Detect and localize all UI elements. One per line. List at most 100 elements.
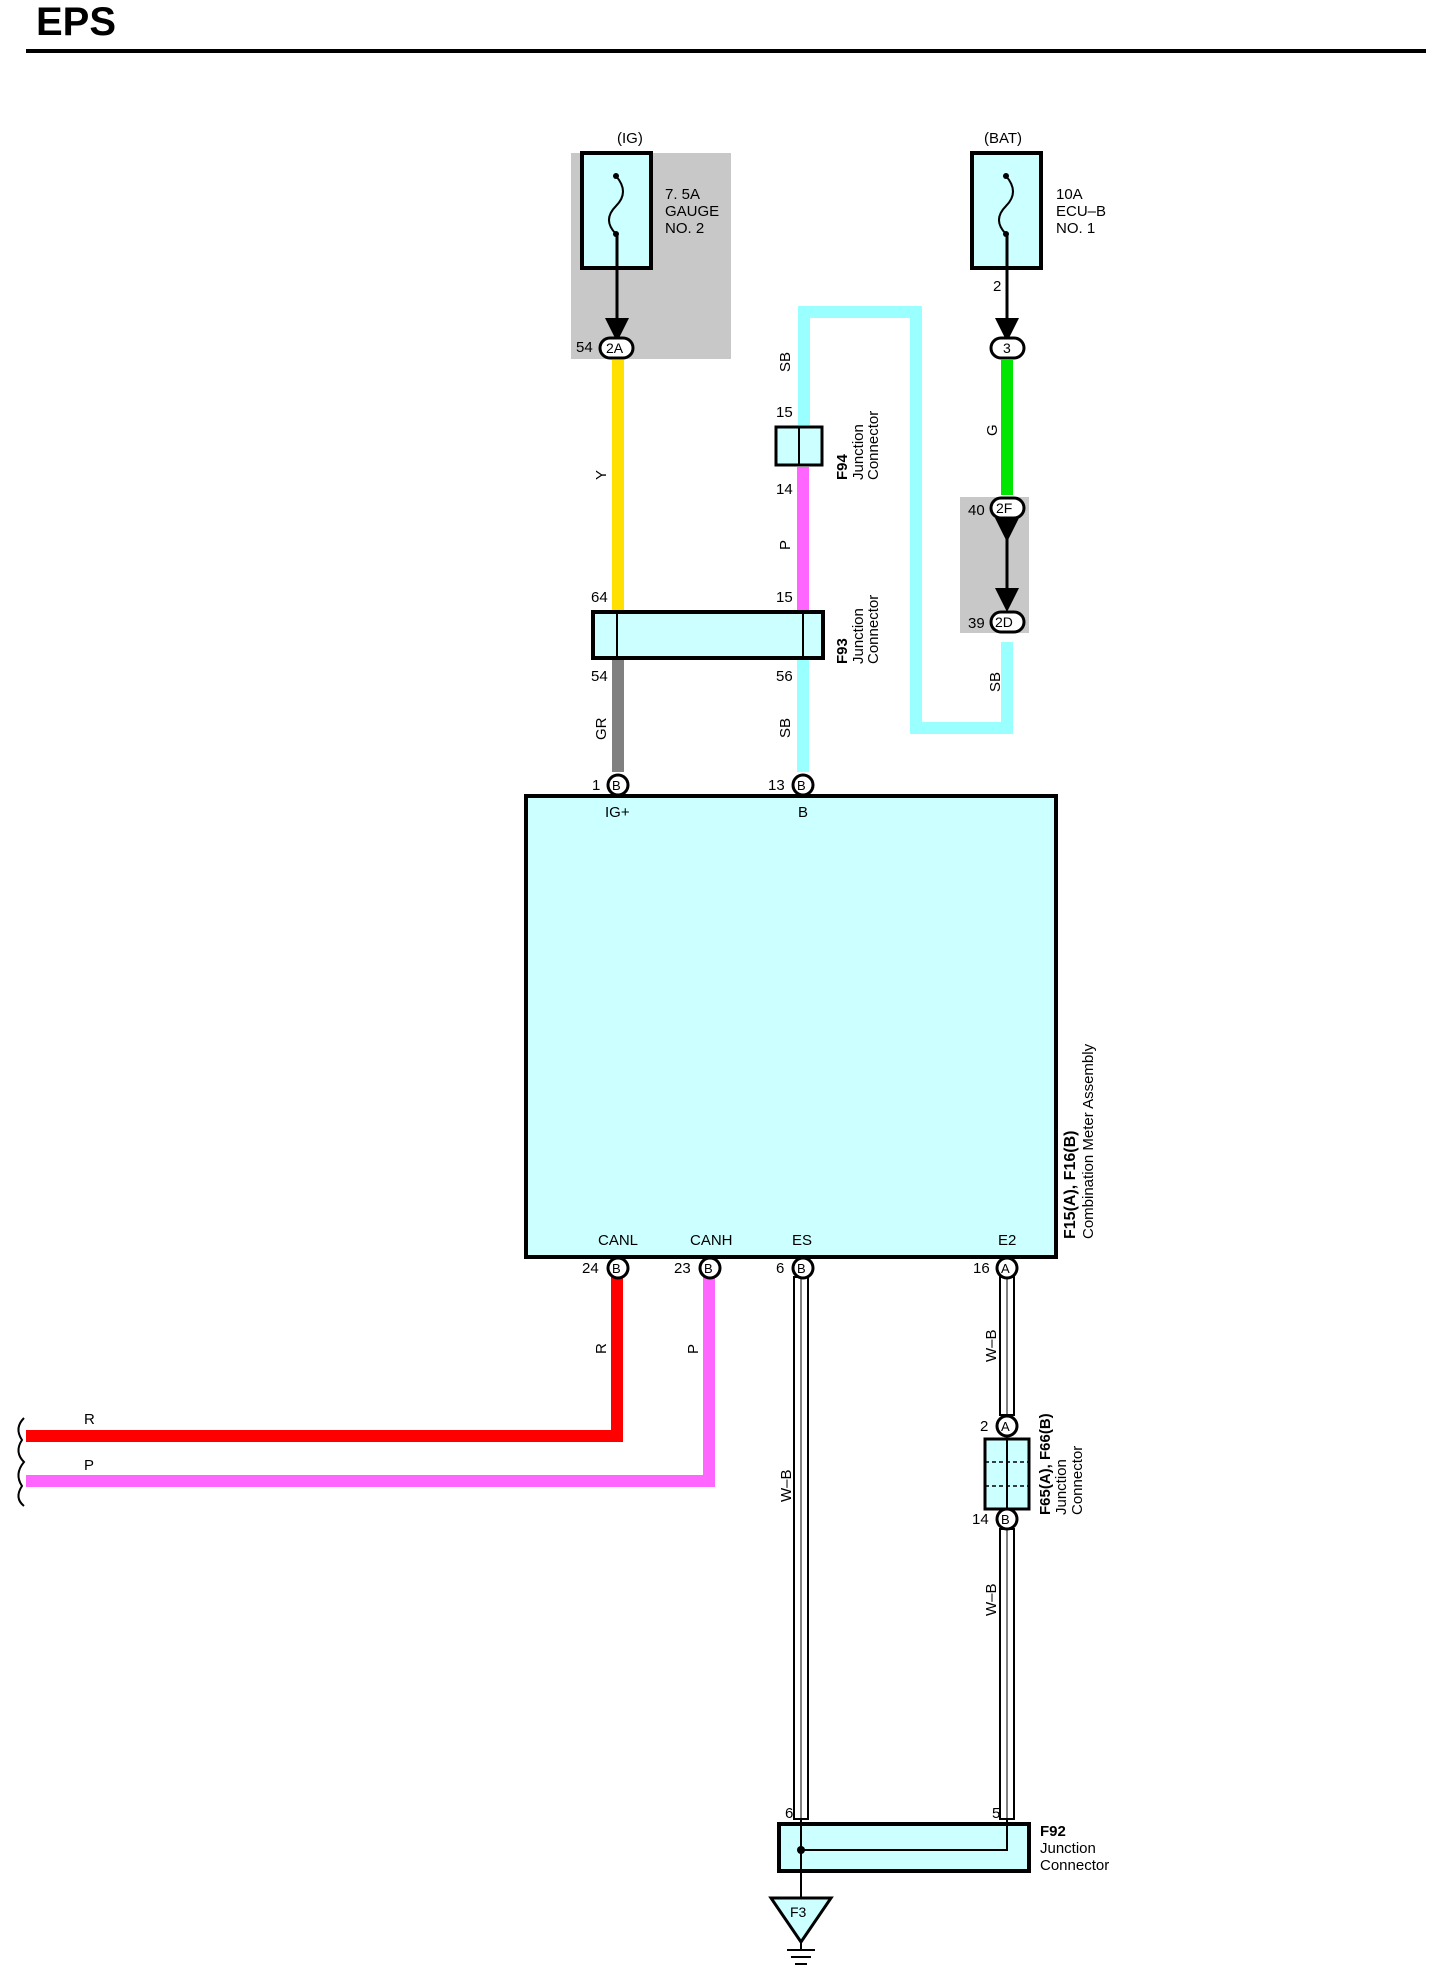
meter-pin-b-num: 13	[768, 777, 785, 794]
junction-connector-f93: 64 15 54 56 F93 Junction Connector	[591, 589, 882, 685]
meter-pin-canl-num: 24	[582, 1260, 599, 1277]
f94-line1: Junction	[850, 424, 867, 480]
meter-pin-es-label: ES	[792, 1232, 812, 1249]
f65-pin-2: 2	[980, 1418, 988, 1435]
meter-pin-e2-num: 16	[973, 1260, 990, 1277]
connector-2a	[598, 336, 635, 360]
wire-label-wb-e2-upper: W–B	[983, 1329, 1000, 1362]
wire-label-g: G	[984, 424, 1001, 436]
f94-code: F94	[834, 453, 851, 480]
meter-pin-b-label: B	[798, 804, 808, 821]
ig-fuse-number: NO. 2	[665, 220, 704, 237]
fuse-ecu-b-no1: (BAT) 10A ECU–B NO. 1	[970, 130, 1106, 270]
connector-3-label: 3	[1003, 340, 1011, 356]
pin-40: 40	[968, 502, 985, 519]
meter-pin-canl: B 24 CANL	[582, 1232, 638, 1280]
f65-pin-14: 14	[972, 1511, 989, 1528]
meter-name: Combination Meter Assembly	[1080, 1043, 1097, 1239]
junction-2f-2d: 40 2F 39 2D	[968, 496, 1026, 634]
wire-label-sb-top: SB	[777, 352, 794, 372]
meter-pin-b: B 13 B	[768, 773, 815, 821]
wire-p-mid	[797, 467, 809, 613]
meter-pin-b-letter: B	[797, 778, 806, 793]
f92-pin-5: 5	[992, 1805, 1000, 1822]
fuse-icon	[608, 175, 624, 235]
connector-2d-label: 2D	[995, 614, 1013, 630]
wire-break-icon	[17, 1417, 26, 1507]
wire-g	[1001, 360, 1013, 495]
connector-2a-label: 2A	[606, 340, 624, 356]
f93-pin-56: 56	[776, 668, 793, 685]
f92-line1: Junction	[1040, 1840, 1096, 1857]
junction-connector-f92: 6 5 F92 Junction Connector	[777, 1805, 1109, 1874]
meter-pin-es-letter: B	[797, 1261, 806, 1276]
wire-label-sb-lower: SB	[777, 718, 794, 738]
f65-line2: Connector	[1069, 1446, 1086, 1515]
meter-pin-canh: B 23 CANH	[674, 1232, 733, 1280]
wire-wb-es	[793, 1276, 809, 1820]
junction-connector-f65-f66: A 2 B 14 F65(A), F66(B) Junction Connect…	[972, 1413, 1086, 1531]
f94-pin-14: 14	[776, 481, 793, 498]
ground-icon: F3	[768, 1850, 834, 1965]
bat-fuse-name: ECU–B	[1056, 203, 1106, 220]
wire-label-p-mid: P	[777, 540, 794, 550]
combination-meter-assembly	[524, 794, 1058, 1259]
wire-label-y: Y	[593, 470, 610, 480]
wire-label-r: R	[593, 1343, 610, 1354]
meter-pin-ig: B 1 IG+	[592, 773, 630, 821]
wire-p	[26, 1277, 715, 1487]
page-title: EPS	[36, 0, 117, 44]
connector-2f-label: 2F	[996, 500, 1012, 516]
f94-pin-15: 15	[776, 404, 793, 421]
meter-pin-ig-label: IG+	[605, 804, 630, 821]
wire-wb-e2-lower	[999, 1528, 1015, 1820]
f94-line2: Connector	[865, 411, 882, 480]
wire-r	[26, 1277, 623, 1442]
f93-code: F93	[834, 638, 851, 664]
title-rule	[26, 49, 1426, 53]
fuse-icon	[998, 175, 1014, 235]
wire-wb-e2-upper	[999, 1276, 1015, 1416]
wire-label-wb-e2-lower: W–B	[983, 1583, 1000, 1616]
meter-pin-e2-label: E2	[998, 1232, 1016, 1249]
ground-label: F3	[790, 1904, 807, 1920]
wire-sb-lower	[797, 660, 809, 772]
wire-sb-loop	[798, 306, 1013, 734]
wire-gr	[612, 660, 624, 772]
f93-pin-54: 54	[591, 668, 608, 685]
meter-pin-canl-letter: B	[612, 1261, 621, 1276]
meter-pin-e2-letter: A	[1001, 1261, 1010, 1276]
pin-39: 39	[968, 615, 985, 632]
wire-label-gr: GR	[593, 717, 610, 740]
connector-2d	[989, 610, 1026, 634]
f93-line1: Junction	[850, 608, 867, 664]
bat-pin-2: 2	[993, 278, 1001, 295]
wire-label-r-left: R	[84, 1411, 95, 1428]
f65-letter-b: B	[1001, 1512, 1010, 1527]
f65-letter-a: A	[1001, 1419, 1010, 1434]
wire-label-sb-right: SB	[987, 672, 1004, 692]
meter-pin-ig-letter: B	[612, 778, 621, 793]
ig-fuse-rating: 7. 5A	[665, 186, 700, 203]
f92-pin-6: 6	[785, 1805, 793, 1822]
f93-line2: Connector	[865, 595, 882, 664]
meter-pin-es: B 6 ES	[776, 1232, 815, 1280]
meter-code: F15(A), F16(B)	[1062, 1131, 1079, 1239]
f92-line2: Connector	[1040, 1857, 1109, 1874]
meter-pin-ig-num: 1	[592, 777, 600, 794]
meter-pin-canh-num: 23	[674, 1260, 691, 1277]
bat-fuse-number: NO. 1	[1056, 220, 1095, 237]
meter-pin-canl-label: CANL	[598, 1232, 638, 1249]
wire-label-wb-es: W–B	[778, 1469, 795, 1502]
connector-3	[989, 336, 1026, 360]
wire-y	[612, 360, 624, 613]
meter-pin-canh-label: CANH	[690, 1232, 733, 1249]
f92-code: F92	[1040, 1823, 1066, 1840]
wire-label-p-left: P	[84, 1457, 94, 1474]
ig-pin-54: 54	[576, 339, 593, 356]
bat-fuse-rating: 10A	[1056, 186, 1083, 203]
f65-code: F65(A), F66(B)	[1037, 1413, 1054, 1515]
f93-pin-64: 64	[591, 589, 608, 606]
ig-fuse-name: GAUGE	[665, 203, 719, 220]
